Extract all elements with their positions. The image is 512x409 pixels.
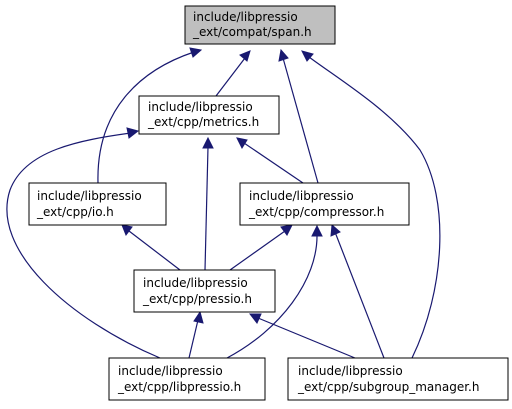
arrowhead-libpressio-to-pressio: [193, 310, 204, 324]
node-pressio-line1: include/libpressio: [143, 276, 248, 290]
edge-pressio-to-metrics: [204, 146, 209, 271]
node-span[interactable]: include/libpressio _ext/compat/span.h: [184, 5, 336, 45]
edge-compressor-to-metrics: [243, 142, 304, 184]
edge-compressor-to-span: [282, 57, 319, 184]
arrowhead-pressio-to-io: [121, 224, 133, 237]
node-io-line1: include/libpressio: [37, 189, 142, 203]
node-subgroup-manager-line2: _ext/cpp/subgroup_manager.h: [297, 380, 479, 394]
arrowhead-libpressio-to-compressor: [311, 224, 323, 237]
node-metrics-line2: _ext/cpp/metrics.h: [147, 115, 259, 129]
node-libpressio[interactable]: include/libpressio _ext/cpp/libpressio.h: [108, 357, 266, 401]
node-compressor[interactable]: include/libpressio _ext/cpp/compressor.h: [239, 182, 410, 226]
arrowhead-subgroup-manager-to-compressor: [330, 223, 341, 237]
node-pressio[interactable]: include/libpressio _ext/cpp/pressio.h: [133, 269, 276, 313]
node-io-line2: _ext/cpp/io.h: [36, 205, 114, 219]
edge-libpressio-to-metrics: [6, 132, 161, 359]
edge-pressio-to-compressor: [229, 230, 286, 271]
arrowhead-subgroup-manager-to-pressio: [248, 313, 262, 324]
arrowhead-metrics-to-span: [239, 50, 251, 62]
arrowhead-pressio-to-compressor: [280, 224, 293, 236]
node-metrics[interactable]: include/libpressio _ext/cpp/metrics.h: [138, 95, 280, 135]
arrowhead-pressio-to-metrics: [202, 136, 214, 149]
edge-pressio-to-io: [128, 230, 181, 271]
node-libpressio-line2: _ext/cpp/libpressio.h: [117, 380, 241, 394]
arrowhead-subgroup-manager-to-span: [301, 50, 314, 62]
edge-subgroup-manager-to-pressio: [257, 317, 356, 359]
arrowhead-io-to-span: [189, 47, 203, 58]
node-pressio-line2: _ext/cpp/pressio.h: [142, 292, 252, 306]
arrowhead-libpressio-to-metrics: [126, 127, 140, 139]
arrowhead-compressor-to-metrics: [236, 137, 248, 150]
node-io[interactable]: include/libpressio _ext/cpp/io.h: [28, 182, 167, 226]
edge-io-to-span: [97, 51, 195, 184]
node-libpressio-line1: include/libpressio: [118, 364, 223, 378]
node-compressor-line2: _ext/cpp/compressor.h: [248, 205, 384, 219]
edge-libpressio-to-pressio: [188, 319, 199, 359]
node-subgroup-manager-line1: include/libpressio: [298, 364, 403, 378]
node-span-line1: include/libpressio: [193, 10, 298, 24]
edge-metrics-to-span: [215, 57, 246, 97]
edge-subgroup-manager-to-compressor: [334, 231, 385, 359]
node-span-line2: _ext/compat/span.h: [192, 25, 312, 39]
edge-subgroup-manager-to-span: [308, 56, 441, 359]
node-compressor-line1: include/libpressio: [249, 189, 354, 203]
node-metrics-line1: include/libpressio: [148, 100, 253, 114]
edges: [6, 47, 441, 359]
arrowhead-compressor-to-span: [278, 48, 289, 62]
edge-libpressio-to-compressor: [226, 233, 318, 359]
node-subgroup-manager[interactable]: include/libpressio _ext/cpp/subgroup_man…: [287, 357, 509, 401]
